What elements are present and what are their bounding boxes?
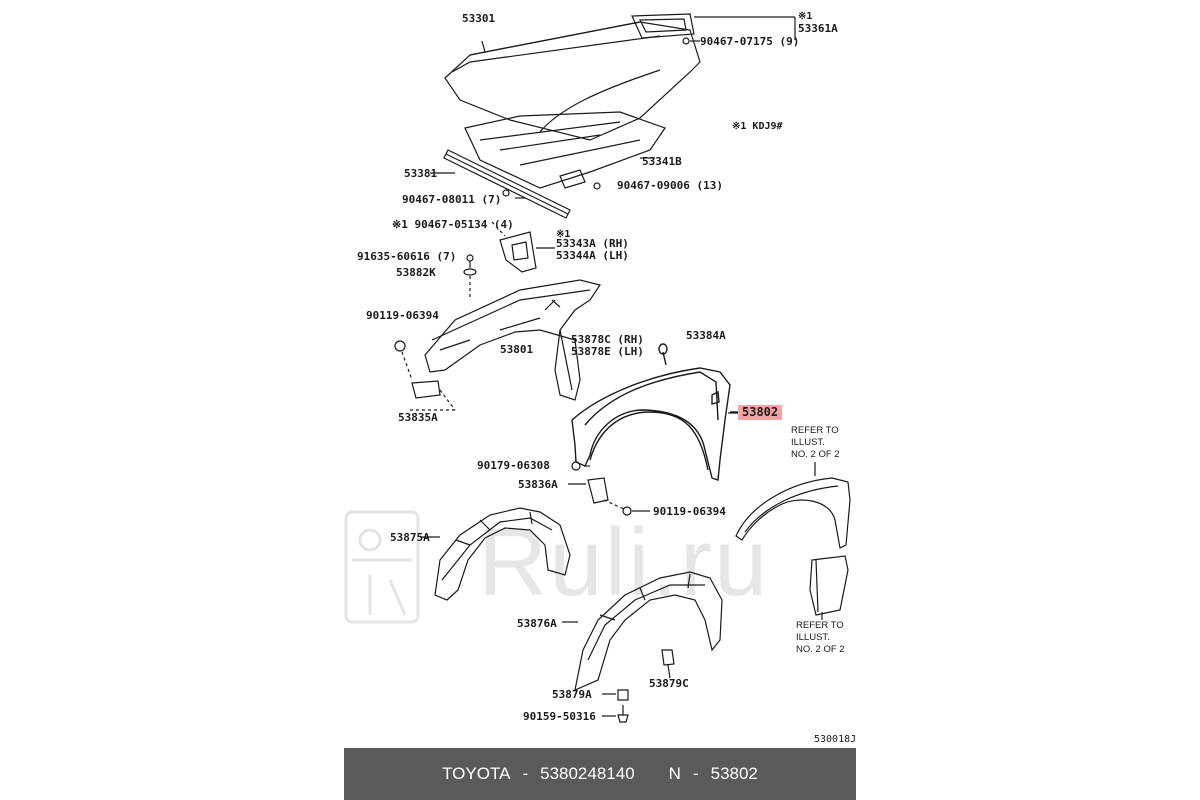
part-label-53876a[interactable]: 53876A — [517, 617, 557, 630]
part-label-53381[interactable]: 53381 — [404, 167, 438, 180]
diagram-code: 530018J — [814, 734, 857, 745]
part-label-53361a[interactable]: 53361A — [798, 22, 838, 35]
watermark: Ruli.ru — [478, 509, 770, 616]
hood-seal-strip — [430, 149, 601, 219]
part-label-53836a[interactable]: 53836A — [518, 478, 558, 491]
part-label-90119-06394-b[interactable]: 90119-06394 — [653, 505, 726, 518]
hood-seal — [631, 13, 796, 45]
fender-liner-front — [420, 507, 571, 601]
part-label-90179-06308[interactable]: 90179-06308 — [477, 459, 550, 472]
refer-note-flare: REFER TO ILLUST. NO. 2 OF 2 — [791, 425, 840, 460]
watermark-logo — [344, 510, 420, 624]
part-label-90119-06394-a[interactable]: 90119-06394 — [366, 309, 439, 322]
part-label-53801[interactable]: 53801 — [500, 343, 534, 356]
part-label-90467-07175[interactable]: 90467-07175 (9) — [700, 35, 800, 48]
part-label-90159-50316[interactable]: 90159-50316 — [523, 710, 596, 723]
footer-separator: - — [522, 764, 529, 783]
part-label-53878c[interactable]: 53878C (RH) — [571, 333, 644, 346]
footer-separator-2: - — [692, 764, 699, 783]
footer-ref-prefix: N — [668, 764, 681, 783]
footer-brand: TOYOTA — [442, 764, 511, 783]
part-label-53835a[interactable]: 53835A — [398, 411, 438, 424]
part-label-53344a[interactable]: 53344A (LH) — [556, 249, 629, 262]
hood-panel — [444, 21, 701, 141]
part-label-53802-highlighted[interactable]: 53802 — [738, 405, 783, 420]
front-fender — [571, 343, 738, 481]
footer-part-number: 5380248140 — [540, 764, 635, 783]
note-marker-b: ※1 — [556, 229, 571, 240]
clips — [463, 254, 477, 300]
hood-lock-bracket — [491, 221, 555, 273]
fender-apron — [424, 279, 601, 401]
part-label-53384a[interactable]: 53384A — [686, 329, 726, 342]
part-label-90467-05134[interactable]: ※1 90467-05134 (4) — [392, 218, 514, 231]
hood-insulator — [464, 111, 666, 189]
part-label-91635-60616[interactable]: 91635-60616 (7) — [357, 250, 457, 263]
part-label-53882k[interactable]: 53882K — [396, 266, 436, 279]
applicability-note: ※1 KDJ9# — [732, 121, 783, 132]
footer-bar: TOYOTA - 5380248140 N - 53802 — [344, 748, 856, 800]
part-label-53879c[interactable]: 53879C — [649, 677, 689, 690]
part-label-53879a[interactable]: 53879A — [552, 688, 592, 701]
part-label-90467-08011[interactable]: 90467-08011 (7) — [402, 193, 502, 206]
fender-bracket — [568, 461, 650, 516]
part-label-53343a[interactable]: 53343A (RH) — [556, 237, 629, 250]
refer-note-mudflap: REFER TO ILLUST. NO. 2 OF 2 — [796, 620, 845, 655]
part-label-53878e[interactable]: 53878E (LH) — [571, 345, 644, 358]
apron-side-bracket — [394, 340, 456, 411]
part-label-53875a[interactable]: 53875A — [390, 531, 430, 544]
part-label-53341b[interactable]: 53341B — [642, 155, 682, 168]
part-label-90467-09006[interactable]: 90467-09006 (13) — [617, 179, 723, 192]
footer-ref-number: 53802 — [710, 764, 758, 783]
fender-liner-rear — [562, 571, 723, 692]
note-marker: ※1 — [798, 11, 813, 22]
liner-clips — [602, 649, 675, 723]
part-label-53301[interactable]: 53301 — [462, 12, 496, 25]
fender-flare — [735, 462, 851, 549]
mud-flap — [809, 555, 849, 620]
